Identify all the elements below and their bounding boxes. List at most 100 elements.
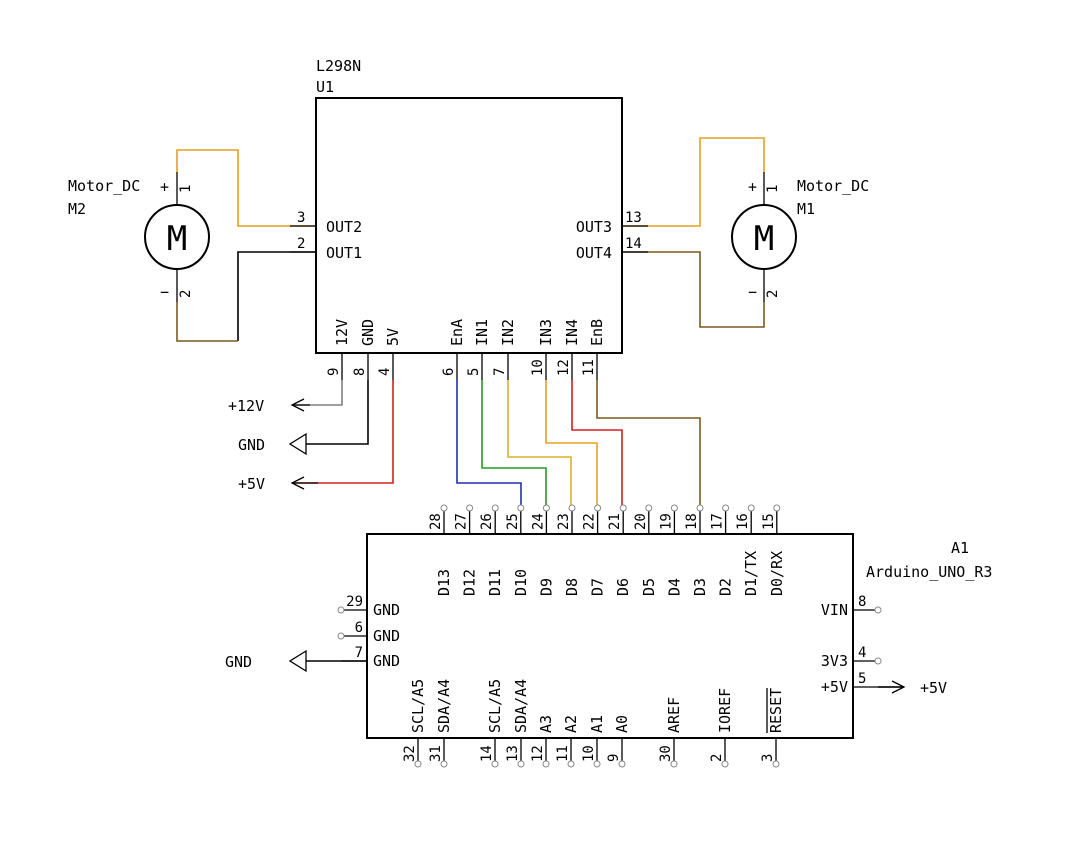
arduino-pin-num: 3: [760, 754, 776, 762]
arduino-pin-name: D12: [461, 569, 479, 596]
arduino-pin-num: 27: [454, 513, 470, 530]
arduino-pin-name: D9: [537, 578, 555, 596]
wire-enb-d3: [596, 380, 701, 508]
arduino-pin-num: 20: [633, 513, 649, 530]
l298n-pin-num: 4: [377, 368, 393, 376]
arduino-pin-num: 4: [858, 645, 866, 661]
motor-m2-minus: −: [160, 283, 169, 301]
arduino-pin-name: D0/RX: [768, 551, 786, 596]
arduino-pin-num: 25: [505, 513, 521, 530]
arduino-pin-name: D2: [717, 578, 735, 596]
pin-terminal-icon: [517, 504, 525, 512]
wire-m1-minus-out4: [622, 251, 765, 328]
wire-in3-d7: [545, 380, 598, 508]
l298n-pin-name: 5V: [384, 328, 402, 346]
gnd-symbol-icon-2: [288, 649, 307, 673]
pin-terminal-icon: [466, 504, 474, 512]
l298n-pin-name: IN1: [473, 319, 491, 346]
l298n-chip: L298N U1 3 2 OUT2 OUT1 13 14 OUT3 OUT4 9…: [290, 57, 648, 380]
l298n-pin-name: 12V: [333, 319, 351, 346]
l298n-pin-num: 12: [556, 359, 572, 376]
pin-terminal-icon: [772, 760, 780, 768]
l298n-pin-name-out4: OUT4: [576, 244, 612, 262]
arduino-pin-name: AREF: [665, 697, 683, 733]
l298n-ref: U1: [316, 78, 334, 96]
motor-m2-pin1: 1: [178, 185, 194, 193]
arduino-pin-num: 32: [402, 745, 418, 762]
motor-m1-icon: [731, 204, 797, 270]
wire-gnd-l298: [306, 380, 369, 445]
v12-label: +12V: [228, 397, 264, 415]
arduino-pin-name: GND: [373, 627, 400, 645]
wire-ena-d10: [456, 380, 522, 508]
arduino-bottom-pins: 32SCL/A531SDA/A414SCL/A513SDA/A412A311A2…: [402, 679, 785, 768]
arduino-pin-name: SDA/A4: [512, 679, 530, 733]
pin-terminal-icon: [567, 760, 575, 768]
arduino-pin-num: 22: [582, 513, 598, 530]
pin-terminal-icon: [874, 606, 882, 614]
arduino-pin-num: 17: [710, 513, 726, 530]
arduino-pin-num: 21: [607, 513, 623, 530]
pin-terminal-icon: [645, 504, 653, 512]
l298n-pin-num: 9: [326, 368, 342, 376]
arduino-uno: A1 Arduino_UNO_R3 28D1327D1226D1125D1024…: [337, 504, 992, 768]
l298n-pin-name: IN4: [563, 319, 581, 346]
arduino-pin-name: SCL/A5: [486, 679, 504, 733]
v5-label-2: +5V: [920, 679, 947, 697]
wire-in1-d9: [481, 380, 547, 508]
l298n-pin-num-out3: 13: [625, 210, 642, 226]
pin-terminal-icon: [337, 632, 345, 640]
arduino-pin-name: SDA/A4: [435, 679, 453, 733]
arduino-pin-num: 19: [658, 513, 674, 530]
wire-in4-d6: [571, 380, 623, 508]
arduino-pin-num: 9: [606, 754, 622, 762]
arduino-pin-name: D6: [614, 578, 632, 596]
pin-terminal-icon: [337, 606, 345, 614]
pin-terminal-icon: [414, 760, 422, 768]
motor-m2-ref: M2: [68, 200, 86, 218]
l298n-pin-num: 8: [352, 368, 368, 376]
l298n-pin-name-out3: OUT3: [576, 218, 612, 236]
arduino-pin-name: D7: [589, 578, 607, 596]
l298n-pin-name-out1: OUT1: [326, 244, 362, 262]
arduino-pin-name: SCL/A5: [409, 679, 427, 733]
l298n-pin-name-out2: OUT2: [326, 218, 362, 236]
arduino-pin-num: 23: [556, 513, 572, 530]
motor-m2-plus: +: [160, 178, 169, 196]
motor-m1-pin2: 2: [765, 290, 781, 298]
arduino-pin-num: 29: [346, 594, 363, 610]
arduino-pin-name: 3V3: [821, 652, 848, 670]
arduino-pin-name: D5: [640, 578, 658, 596]
arduino-pin-num: 13: [505, 745, 521, 762]
gnd-label-2: GND: [225, 653, 252, 671]
arduino-pin-name: D13: [435, 569, 453, 596]
motor-m1-pin1: 1: [765, 185, 781, 193]
wires: [176, 137, 902, 688]
arduino-pin-name: D10: [512, 569, 530, 596]
arduino-pin-num: 16: [735, 513, 751, 530]
arduino-pin-num: 5: [858, 671, 866, 687]
l298n-pin-name: EnA: [448, 319, 466, 346]
arduino-pin-name: D3: [691, 578, 709, 596]
pin-terminal-icon: [440, 504, 448, 512]
arduino-pin-num: 10: [581, 745, 597, 762]
arduino-pin-num: 18: [684, 513, 700, 530]
arduino-pin-num: 8: [858, 594, 866, 610]
pin-terminal-icon: [542, 760, 550, 768]
pin-terminal-icon: [491, 504, 499, 512]
motor-m1-plus: +: [748, 178, 757, 196]
arduino-pin-num: 28: [428, 513, 444, 530]
wire-m2-minus-seg: [176, 302, 238, 342]
motor-m2-symbol: M: [167, 219, 187, 259]
arduino-pin-name: D1/TX: [742, 551, 760, 596]
l298n-pin-name: GND: [359, 319, 377, 346]
motor-m2-icon: [144, 204, 210, 270]
pin-terminal-icon: [594, 504, 602, 512]
arduino-pin-num: 31: [428, 745, 444, 762]
l298n-pin-num-out1: 2: [297, 236, 305, 252]
wire-12v: [295, 380, 343, 406]
